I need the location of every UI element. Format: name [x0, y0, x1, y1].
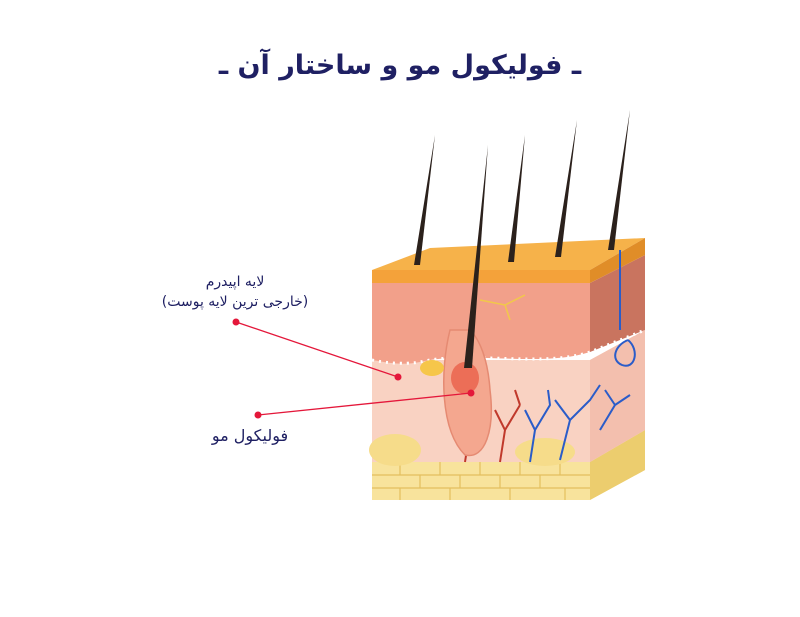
hair-shafts	[414, 110, 630, 368]
diagram-title: ـ فولیکول مو و ساختار آن ـ	[218, 50, 582, 81]
follicle-label: فولیکول مو	[211, 426, 289, 445]
epidermis-layer	[371, 238, 646, 365]
follicle-pointer	[254, 389, 475, 419]
nerve	[479, 294, 526, 321]
epidermis-label-title: لایه اپیدرم	[205, 274, 265, 290]
blood-vessels	[459, 250, 636, 463]
epidermis-label-subtitle: (خارجی ترین لایه پوست)	[161, 294, 309, 310]
fat-layer	[372, 430, 645, 500]
epidermis-label: لایه اپیدرم (خارجی ترین لایه پوست)	[120, 272, 350, 312]
epidermis-pointer	[232, 318, 402, 381]
